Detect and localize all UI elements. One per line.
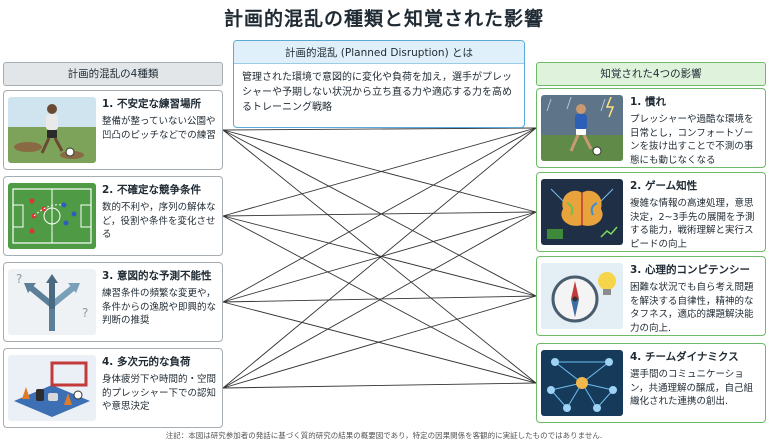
- definition-heading: 計画的混乱 (Planned Disruption) とは: [234, 41, 524, 64]
- card-title: 1. 不安定な練習場所: [102, 98, 201, 110]
- card-description: 選手間のコミュニケーション，共通理解の醸成，自己組織化された連携の創出.: [630, 369, 754, 407]
- tactics-board-illustration: [8, 183, 96, 249]
- card-description: 複雑な情報の高速処理，意思決定，2~3手先の展開を予測する能力，戦術理解と実行ス…: [630, 198, 755, 250]
- right-panel-heading: 知覚された4つの影響: [536, 62, 766, 86]
- svg-text:?: ?: [82, 306, 88, 320]
- connector-line: [222, 211, 537, 303]
- card-title: 3. 意図的な予測不能性: [102, 270, 212, 282]
- connector-line: [222, 129, 537, 384]
- connector-line: [222, 301, 537, 384]
- left-panel-heading: 計画的混乱の4種類: [3, 62, 223, 86]
- card-description: 困難な状況でも自ら考え問題を解決する自律性，精神的なタフネス，適応的課題解決能力…: [630, 282, 754, 334]
- footnote: 注記：本図は研究参加者の発話に基づく質的研究の結果の概要図であり，特定の因果関係…: [165, 431, 603, 440]
- page-title: 計画的混乱の種類と知覚された影響: [223, 8, 544, 30]
- definition-body: 管理された環境で意図的に変化や負荷を加え，選手がプレッシャーや予期しない状況から…: [242, 72, 512, 113]
- connector-line: [222, 295, 537, 303]
- connector-line: [222, 211, 537, 389]
- player-in-storm-illustration: [541, 95, 623, 161]
- card-description: プレッシャーや過酷な環境を日常とし，コンフォートゾーンを抜け出すことで不測の事態…: [630, 114, 754, 166]
- card-description: 数的不利や，序列の解体など，役割や条件を変化させる: [102, 202, 216, 240]
- card-description: 整備が整っていない公園や凹凸のピッチなどでの練習: [102, 116, 216, 141]
- connector-line: [222, 211, 537, 217]
- card-title: 4. チームダイナミクス: [630, 351, 739, 363]
- connector-line: [222, 127, 537, 131]
- connector-line: [222, 129, 537, 213]
- soccer-player-rough-field-illustration: [8, 97, 96, 163]
- card-title: 2. ゲーム知性: [630, 180, 698, 192]
- card-title: 3. 心理的コンピテンシー: [630, 264, 750, 276]
- card-description: 練習条件の頻繁な変更や，条件からの逸脱や即興的な判断の推奨: [102, 288, 217, 326]
- compass-lightbulb-icon: [541, 263, 623, 329]
- impact-card-1: 1. 慣れ プレッシャーや過酷な環境を日常とし，コンフォートゾーンを抜け出すこと…: [536, 88, 766, 168]
- connector-line: [222, 215, 537, 297]
- team-network-illustration: [541, 350, 623, 416]
- definition-box: 計画的混乱 (Planned Disruption) とは 管理された環境で意図…: [233, 40, 525, 128]
- disruption-card-1: 1. 不安定な練習場所 整備が整っていない公園や凹凸のピッチなどでの練習: [3, 90, 223, 170]
- card-title: 4. 多次元的な負荷: [102, 356, 191, 368]
- diverging-arrows-icon: ? ?: [8, 269, 96, 335]
- disruption-card-3: ? ? 3. 意図的な予測不能性 練習条件の頻繁な変更や，条件からの逸脱や即興的…: [3, 262, 223, 342]
- connector-line: [222, 382, 537, 389]
- connector-line: [222, 127, 537, 389]
- card-title: 1. 慣れ: [630, 96, 666, 108]
- connector-line: [222, 295, 537, 389]
- impact-card-4: 4. チームダイナミクス 選手間のコミュニケーション，共通理解の醸成，自己組織化…: [536, 343, 766, 423]
- connector-line: [222, 127, 537, 303]
- connector-line: [222, 129, 537, 297]
- card-description: 身体疲労下や時間的・空間的プレッシャー下での認知や意思決定: [102, 374, 217, 412]
- impact-card-3: 3. 心理的コンピテンシー 困難な状況でも自ら考え問題を解決する自律性，精神的な…: [536, 256, 766, 336]
- disruption-card-2: 2. 不確定な競争条件 数的不利や，序列の解体など，役割や条件を変化させる: [3, 176, 223, 256]
- svg-text:?: ?: [16, 272, 22, 286]
- disruption-card-4: 4. 多次元的な負荷 身体疲労下や時間的・空間的プレッシャー下での認知や意思決定: [3, 348, 223, 428]
- brain-network-illustration: [541, 179, 623, 245]
- training-equipment-illustration: [8, 355, 96, 421]
- card-title: 2. 不確定な競争条件: [102, 184, 201, 196]
- connector-line: [222, 127, 537, 217]
- impact-card-2: 2. ゲーム知性 複雑な情報の高速処理，意思決定，2~3手先の展開を予測する能力…: [536, 172, 766, 252]
